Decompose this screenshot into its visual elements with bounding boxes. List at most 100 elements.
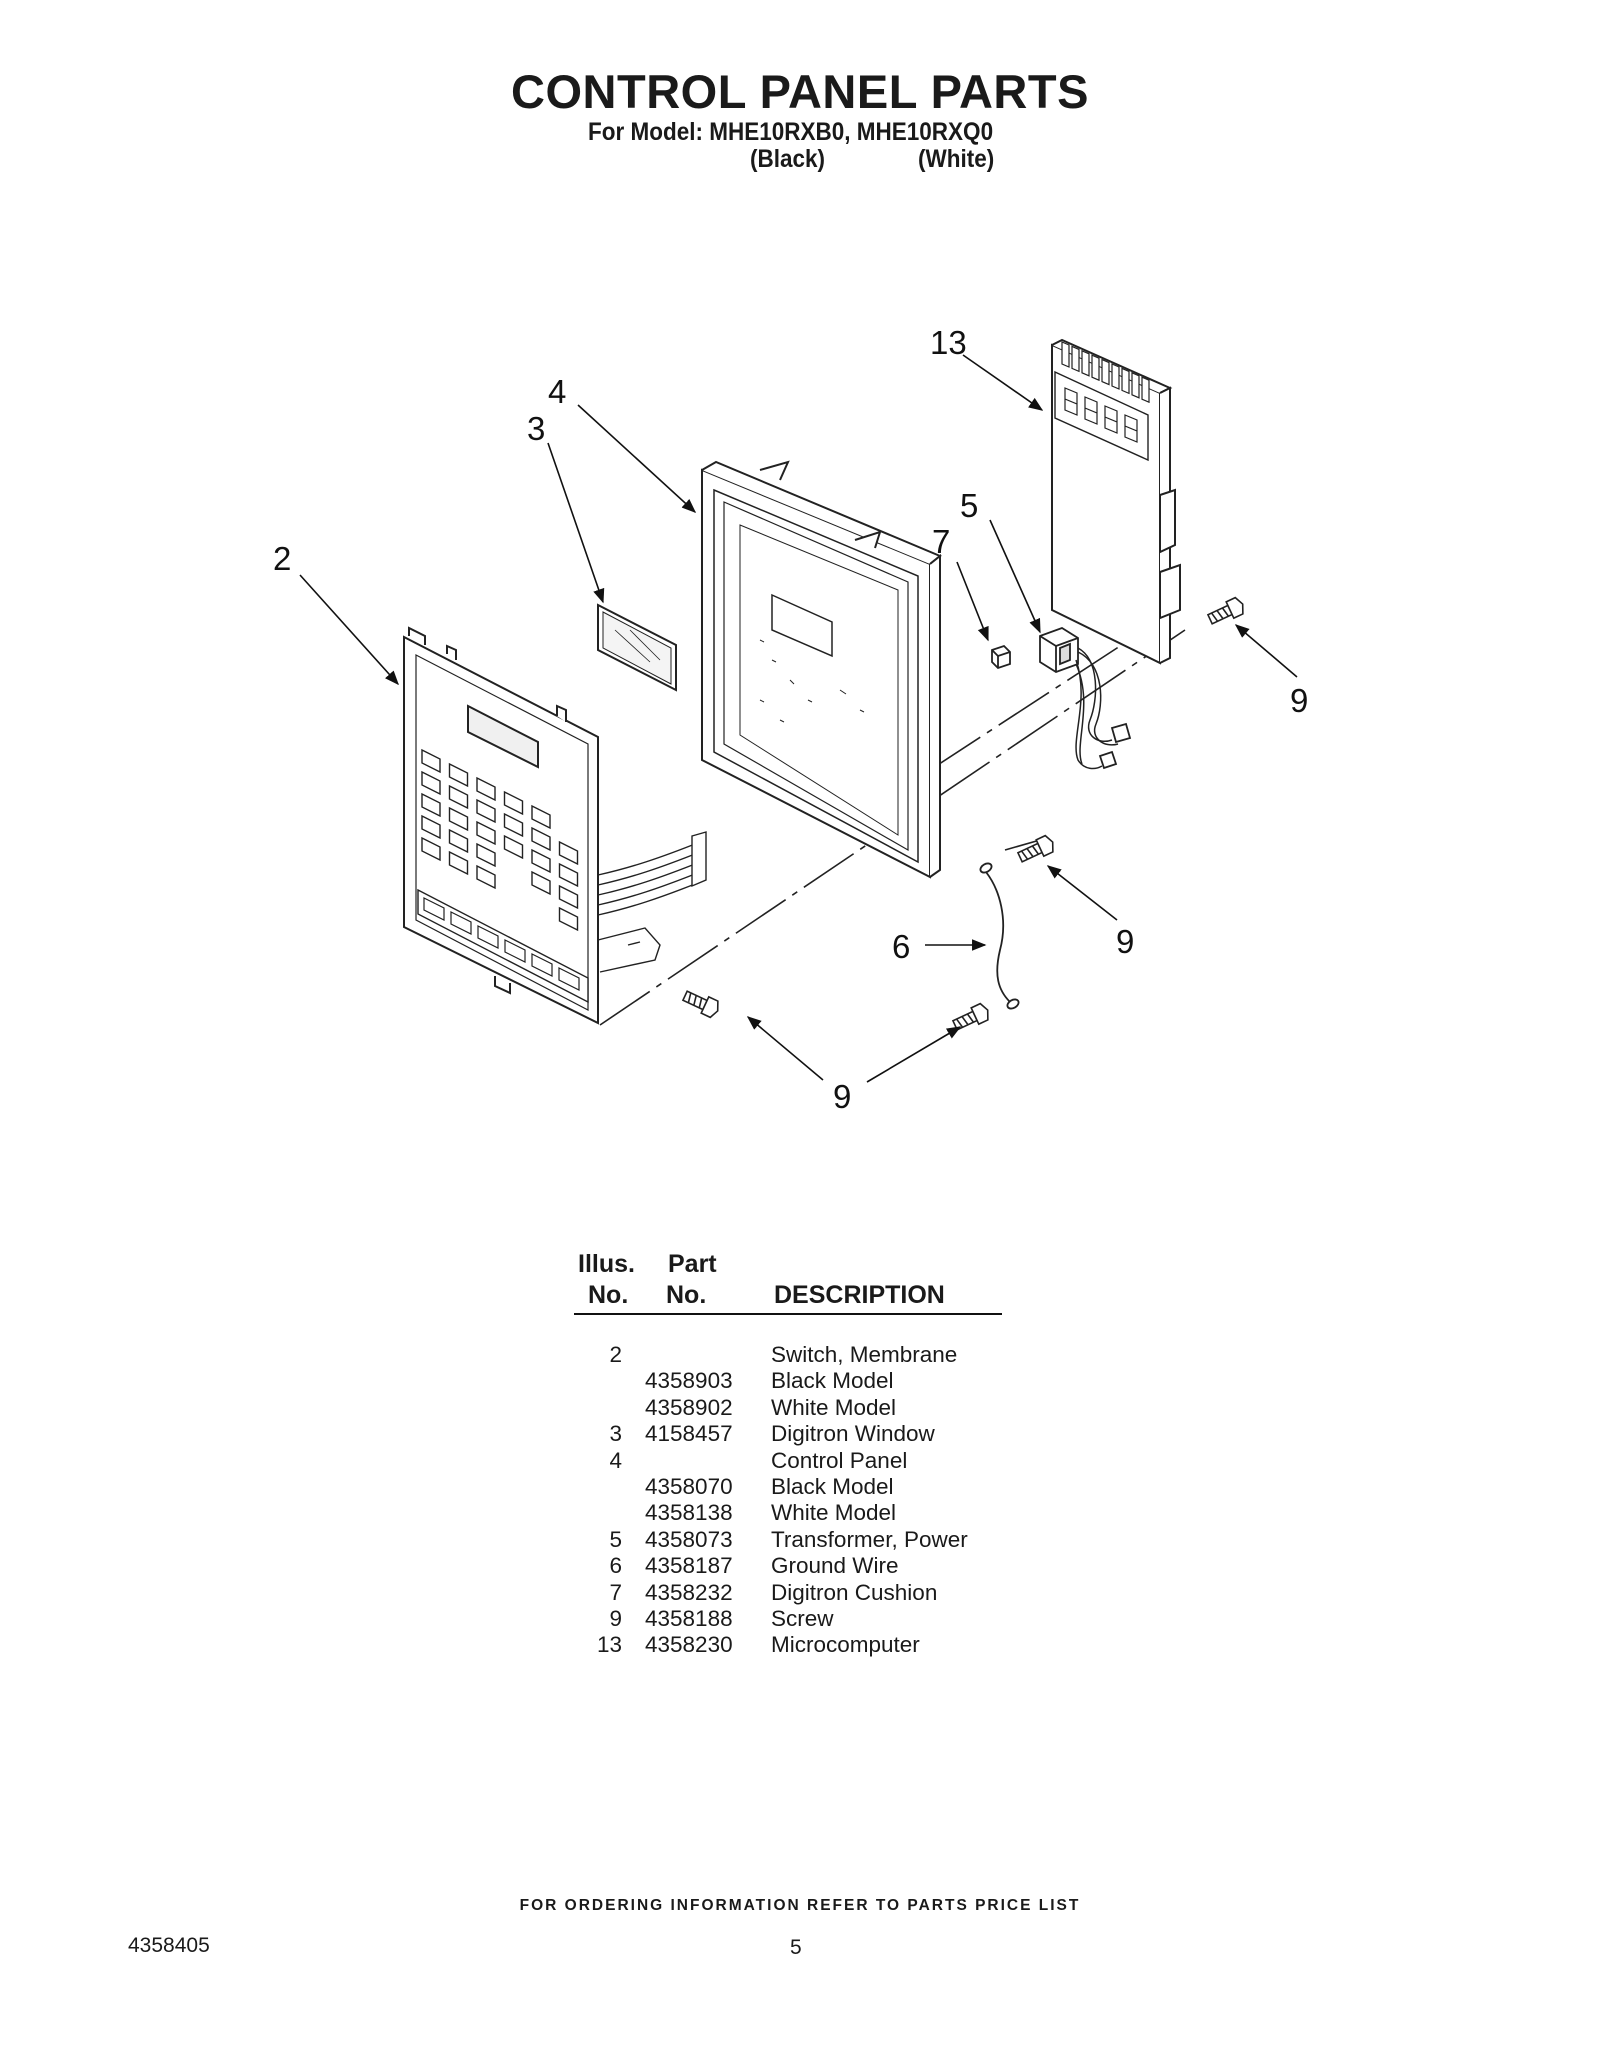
keypad-key xyxy=(476,820,496,846)
part-description: Control Panel xyxy=(771,1447,908,1473)
function-key xyxy=(504,939,526,963)
connector-pin xyxy=(1141,376,1150,404)
part-no: 4158457 xyxy=(645,1421,733,1447)
function-key xyxy=(450,911,472,935)
callout-9-right: 9 xyxy=(1290,682,1308,719)
part-description: Ground Wire xyxy=(771,1553,899,1579)
callout-6: 6 xyxy=(892,928,910,965)
callout-13: 13 xyxy=(930,324,967,361)
callout-7: 7 xyxy=(932,523,950,560)
callout-9-bottom: 9 xyxy=(833,1078,851,1115)
keypad-key xyxy=(558,906,579,932)
keypad-key xyxy=(421,792,441,818)
illus-no: 9 xyxy=(609,1605,622,1631)
control-panel-part xyxy=(701,460,942,879)
header-description: DESCRIPTION xyxy=(774,1281,945,1309)
callout-4: 4 xyxy=(548,373,566,410)
ordering-note: FOR ORDERING INFORMATION REFER TO PARTS … xyxy=(519,1897,1081,1914)
keypad-key xyxy=(503,834,524,860)
callout-labels: 13 4 3 5 7 2 9 9 6 9 xyxy=(273,324,1308,1115)
color-label-white: (White) xyxy=(918,145,995,173)
header-part-no: No. xyxy=(666,1281,707,1309)
callout-arrows xyxy=(299,354,1298,1083)
color-label-black: (Black) xyxy=(750,145,826,173)
keypad-key xyxy=(558,884,579,910)
display-digit xyxy=(1104,405,1118,434)
function-key xyxy=(558,967,580,991)
part-no: 4358903 xyxy=(645,1368,733,1394)
keypad-key xyxy=(476,864,496,890)
callout-3: 3 xyxy=(527,410,545,447)
illus-no: 2 xyxy=(609,1342,622,1367)
part-no: 4358902 xyxy=(645,1394,733,1420)
part-description: Black Model xyxy=(771,1368,894,1394)
part-no: 4358232 xyxy=(645,1579,733,1605)
part-description: Switch, Membrane xyxy=(771,1342,958,1367)
illus-no: 6 xyxy=(609,1553,622,1579)
keypad-key xyxy=(421,748,441,774)
display-digit xyxy=(1064,387,1078,416)
connector-pin xyxy=(1121,367,1130,395)
part-description: Transformer, Power xyxy=(771,1526,968,1552)
illus-no: 5 xyxy=(609,1526,622,1552)
callout-9-middle: 9 xyxy=(1116,923,1134,960)
membrane-switch-part xyxy=(403,626,707,1025)
page-title: CONTROL PANEL PARTS xyxy=(511,65,1089,118)
keypad-key xyxy=(448,850,469,876)
connector-pin xyxy=(1061,341,1070,368)
callout-2: 2 xyxy=(273,540,291,577)
connector-pin xyxy=(1101,358,1110,386)
illus-no: 3 xyxy=(609,1421,622,1447)
part-description: Screw xyxy=(771,1605,834,1631)
keypad-key xyxy=(421,770,441,796)
digitron-window-part xyxy=(597,603,677,692)
page-number: 5 xyxy=(790,1936,802,1959)
keypad-key xyxy=(448,784,469,810)
keypad-key xyxy=(503,790,524,816)
exploded-parts-diagram: 13 4 3 5 7 2 9 9 6 9 xyxy=(273,324,1308,1115)
function-key xyxy=(531,953,553,977)
function-key xyxy=(423,897,445,921)
table-header-rule xyxy=(574,1313,1002,1315)
keypad-key xyxy=(558,840,579,866)
keypad-key xyxy=(531,848,551,874)
header-illus-no: No. xyxy=(588,1281,629,1309)
connector-pin xyxy=(1081,349,1090,377)
keypad-key xyxy=(476,798,496,824)
keypad-key xyxy=(421,814,441,840)
keypad-key xyxy=(448,828,469,854)
display-digit xyxy=(1084,396,1098,425)
keypad-key xyxy=(421,836,441,862)
keypad-key xyxy=(558,862,579,888)
part-no: 4358230 xyxy=(645,1632,733,1658)
part-description: White Model xyxy=(771,1500,897,1526)
digitron-cushion-part xyxy=(991,644,1011,670)
part-description: Microcomputer xyxy=(771,1632,920,1658)
illus-no: 7 xyxy=(609,1579,622,1605)
microcomputer-part xyxy=(1051,338,1181,665)
keypad-key xyxy=(448,806,469,832)
connector-pin xyxy=(1111,363,1120,390)
connector-pin xyxy=(1131,371,1140,399)
transformer-part xyxy=(1039,627,1132,770)
display-digit xyxy=(1124,414,1138,443)
part-description: White Model xyxy=(771,1394,897,1420)
part-description: Digitron Window xyxy=(771,1421,935,1447)
screw-parts xyxy=(681,596,1244,1031)
header-illus: Illus. xyxy=(578,1250,635,1278)
part-description: Black Model xyxy=(771,1473,894,1499)
model-subtitle: For Model: MHE10RXB0, MHE10RXQ0 xyxy=(588,118,994,146)
ground-wire-part xyxy=(979,862,1020,1010)
part-no: 4358188 xyxy=(645,1605,733,1631)
part-description: Digitron Cushion xyxy=(771,1579,938,1605)
document-number: 4358405 xyxy=(128,1934,210,1957)
callout-5: 5 xyxy=(960,487,978,524)
illus-no: 13 xyxy=(596,1632,622,1658)
part-no: 4358070 xyxy=(645,1473,733,1499)
keypad-key xyxy=(531,870,551,896)
connector-pin xyxy=(1091,354,1100,382)
keypad-key xyxy=(503,812,524,838)
function-key xyxy=(477,925,499,949)
part-no: 4358187 xyxy=(645,1553,733,1579)
part-no: 4358073 xyxy=(645,1526,733,1552)
